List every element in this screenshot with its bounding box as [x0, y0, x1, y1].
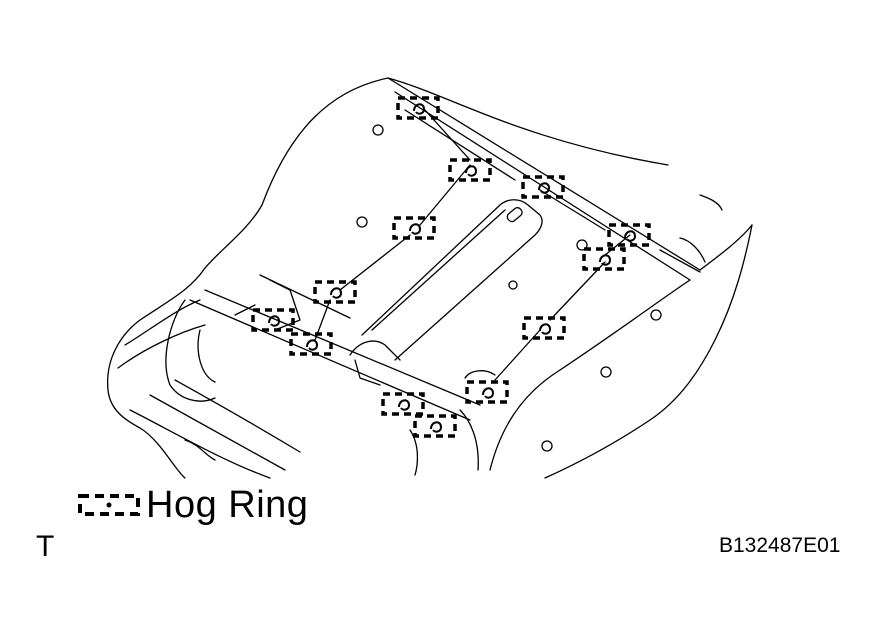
hog-ring-icon: [607, 223, 651, 247]
hog-ring-icon: [582, 247, 626, 271]
hog-ring-icon: [381, 392, 425, 416]
seat-frame-outline: [106, 77, 753, 479]
hog-ring-icon: [392, 216, 436, 240]
hog-ring-icon: [413, 414, 457, 438]
hog-ring-icon: [251, 308, 295, 332]
hog-ring-icon: [396, 96, 440, 120]
figure-code: B132487E01: [719, 534, 841, 557]
hog-ring-icon: [78, 494, 140, 516]
hog-ring-icon: [313, 280, 357, 304]
hog-ring-markers: [251, 96, 651, 438]
legend-label: Hog Ring: [146, 484, 309, 526]
hog-ring-icon: [465, 380, 509, 404]
hog-ring-icon: [289, 332, 333, 356]
hog-ring-icon: [448, 158, 492, 182]
legend: Hog Ring: [78, 486, 308, 524]
hog-ring-icon: [521, 175, 565, 199]
view-mark: T: [36, 530, 55, 563]
hog-ring-icon: [522, 316, 566, 340]
